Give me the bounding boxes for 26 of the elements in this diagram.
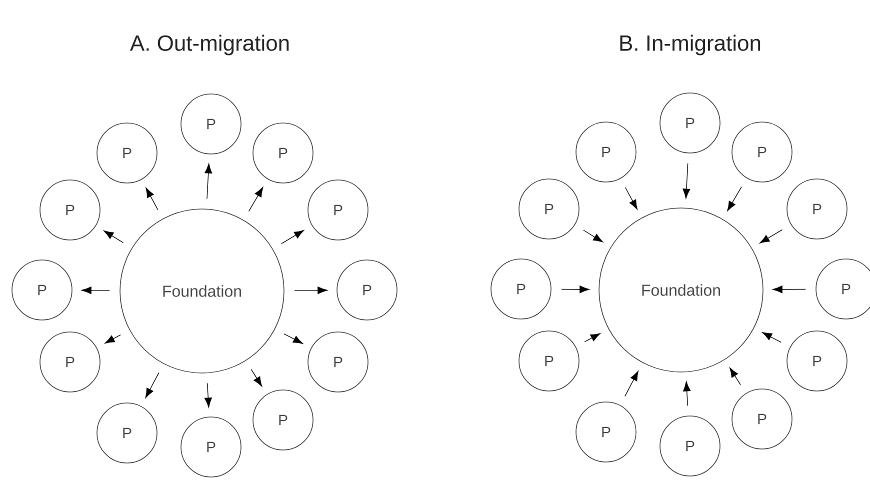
arrow (730, 367, 741, 386)
arrow (762, 332, 782, 343)
panel-heading: A. Out-migration (130, 34, 289, 56)
arrow (248, 187, 264, 212)
arrow (204, 382, 212, 408)
arrow (284, 333, 303, 344)
arrow (204, 163, 212, 200)
arrow (145, 372, 160, 398)
arrow (584, 333, 600, 342)
arrow (104, 230, 124, 244)
panel-heading: B. In-migration (620, 34, 760, 56)
arrow (281, 230, 304, 244)
arrow (294, 286, 328, 294)
arrow (760, 229, 783, 244)
arrow (772, 286, 806, 294)
arrow (82, 286, 110, 294)
arrow (624, 187, 638, 210)
arrow (250, 368, 262, 387)
arrow (561, 286, 590, 294)
arrow (146, 188, 158, 210)
arrow (682, 163, 690, 199)
arrow (727, 186, 742, 212)
arrow (683, 381, 691, 406)
arrow (624, 370, 638, 397)
arrow (583, 230, 604, 242)
arrow (104, 334, 121, 344)
